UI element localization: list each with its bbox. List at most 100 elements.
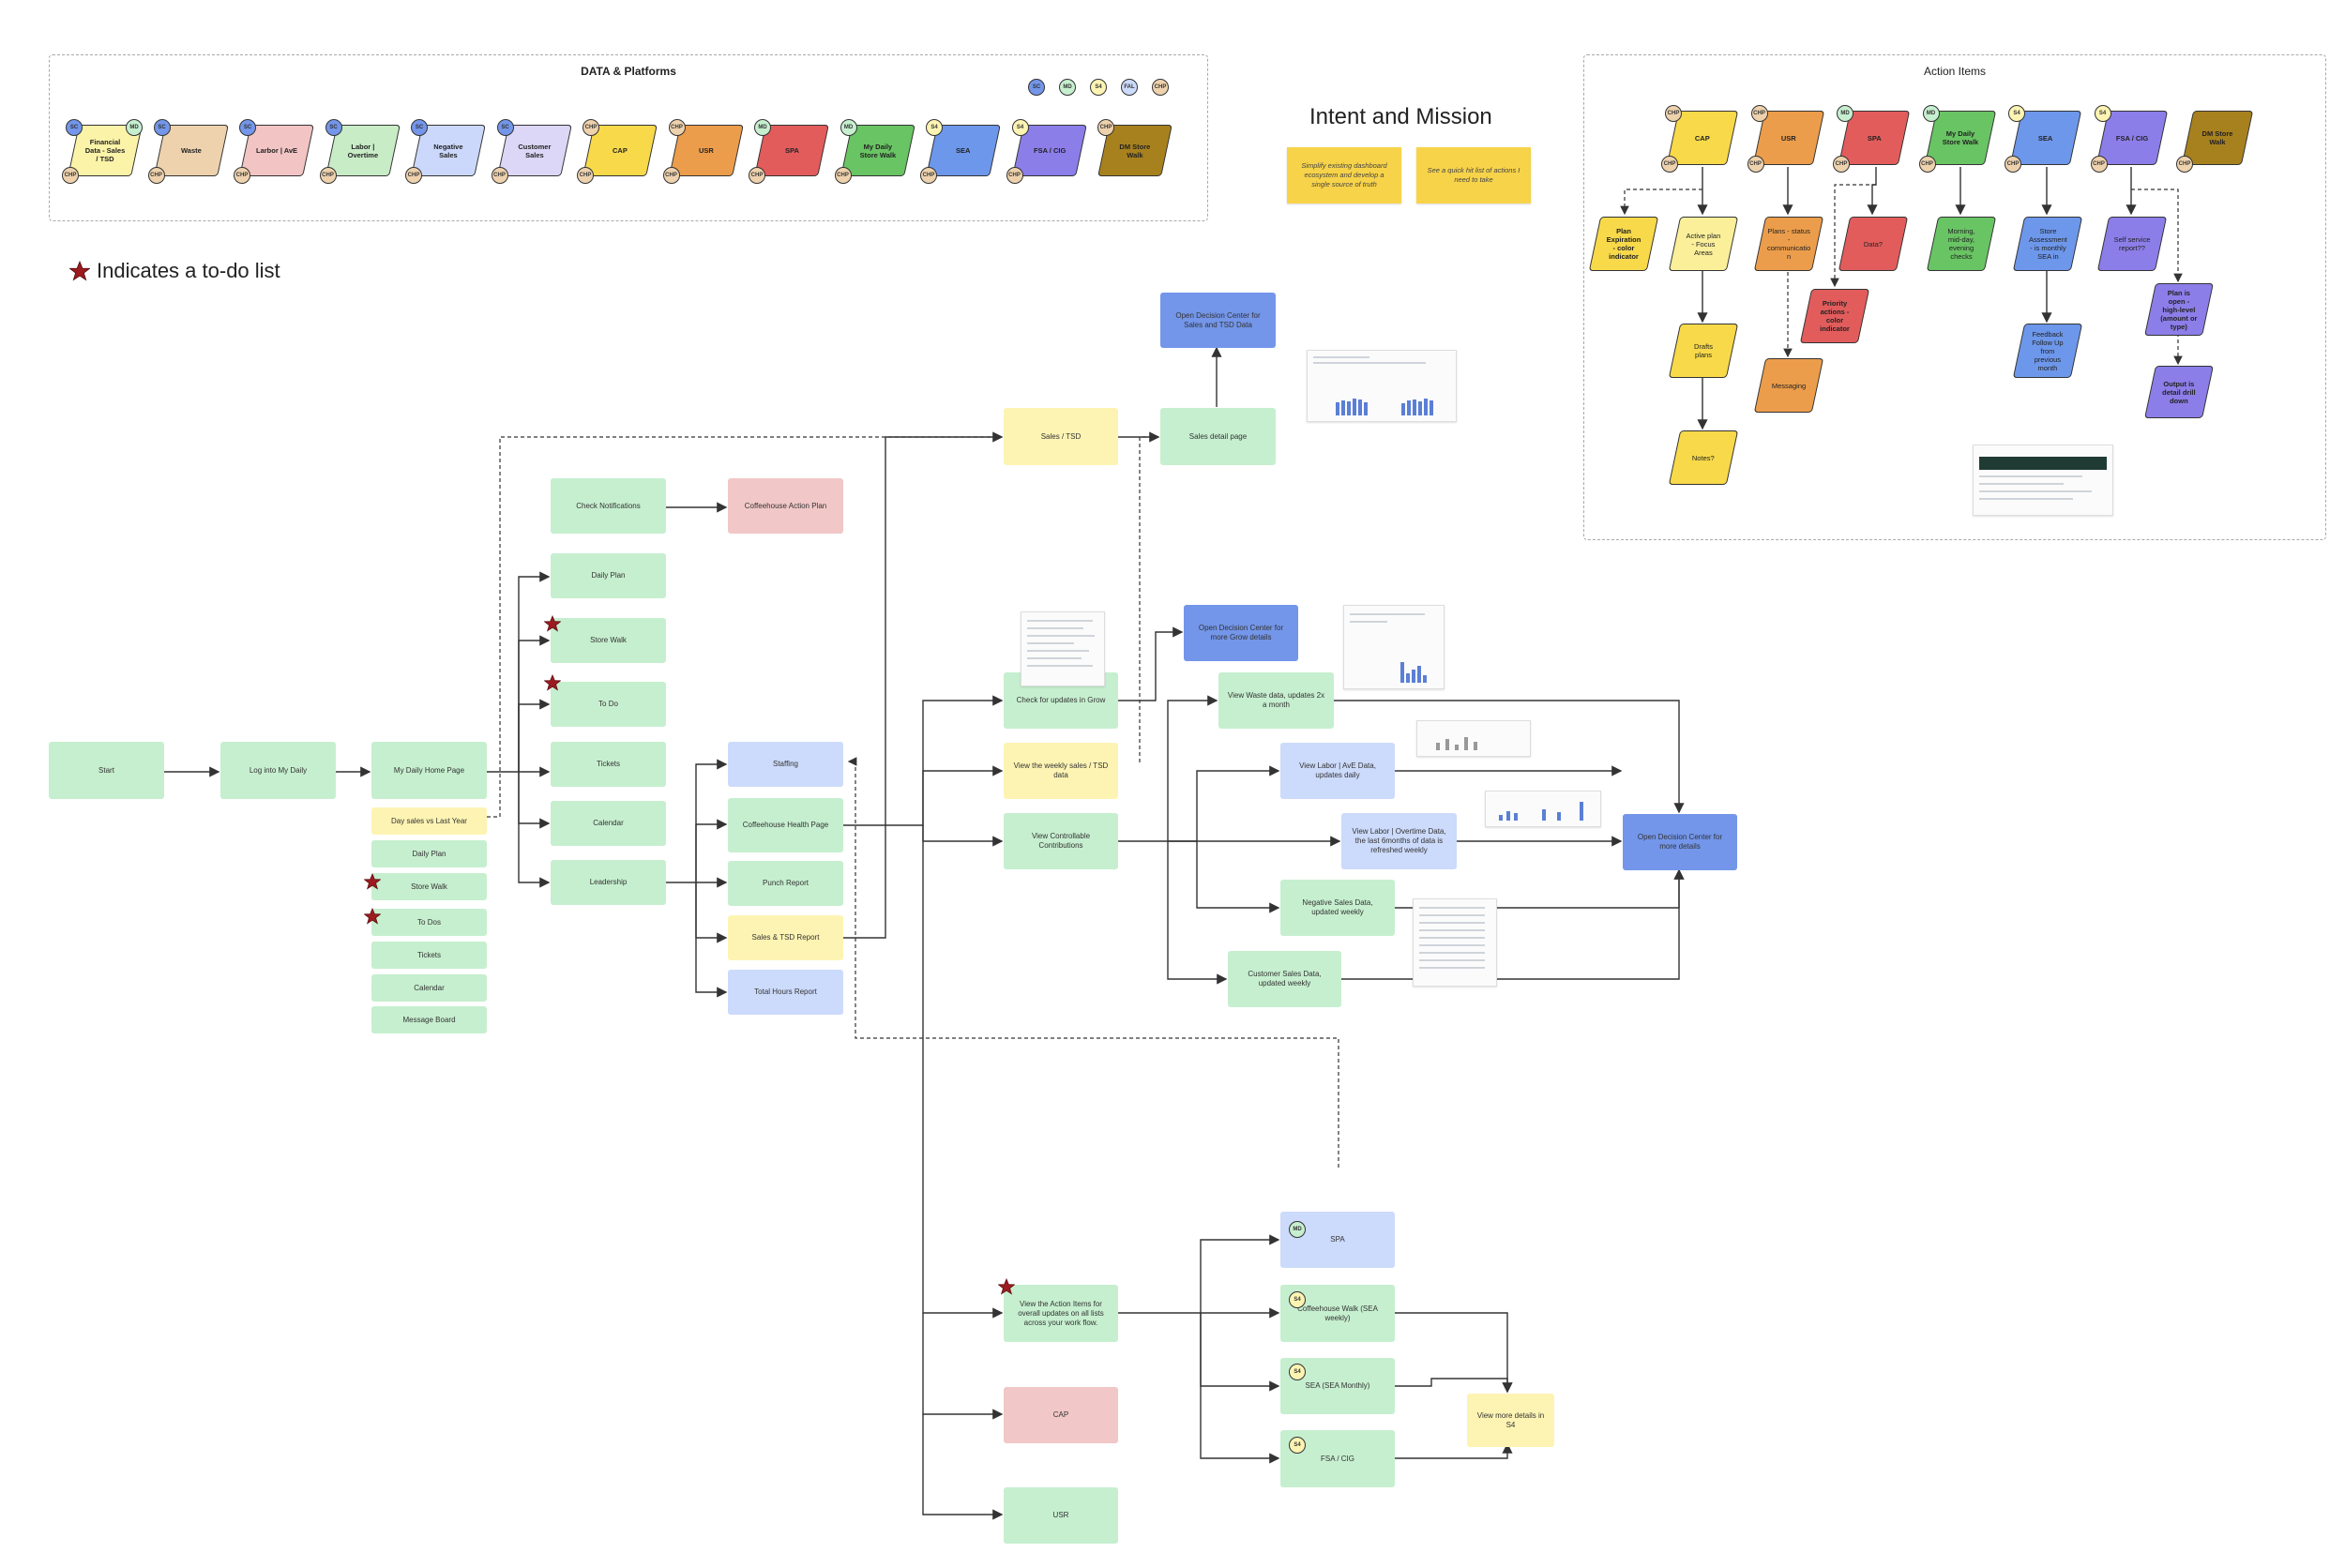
view-weekly-sales-node[interactable]: View the weekly sales / TSD data [1004,743,1118,799]
log-into-node[interactable]: Log into My Daily [220,742,336,799]
chp-badge: CHP [2090,156,2108,173]
view-waste-node[interactable]: View Waste data, updates 2x a month [1218,672,1334,729]
sales-detail-node[interactable]: Sales detail page [1160,408,1276,465]
drafts-plans-item[interactable]: Drafts plans [1668,324,1739,378]
negative-sales-node[interactable]: Negative Sales Data, updated weekly [1280,880,1395,936]
morning-checks-item[interactable]: Morning, mid-day, evening checks [1926,217,1997,271]
sc-badge: SC [153,119,171,136]
md-badge: MD [840,119,857,136]
platform-card-label: My Daily Store Walk [859,142,896,159]
tickets-node[interactable]: Tickets [551,742,666,787]
action-item-label: CAP [1695,133,1710,143]
platform-card-label: Labor | Overtime [347,142,378,159]
priority-actions-item-label: Priority actions - color indicator [1820,299,1850,333]
messaging-item[interactable]: Messaging [1753,358,1824,413]
feedback-follow-up-item-label: Feedback Follow Up from previous month [2032,329,2064,372]
day-sales-node[interactable]: Day sales vs Last Year [371,807,487,835]
data-question-item[interactable]: Data? [1838,217,1909,271]
cap-node[interactable]: CAP [1004,1387,1118,1443]
plan-expiration-item-label: Plan Expiration - color indicator [1606,227,1642,261]
morning-checks-item-label: Morning, mid-day, evening checks [1947,227,1975,261]
action-items-title: Action Items [1923,65,1987,78]
open-dc-more-node[interactable]: Open Decision Center for more details [1623,814,1737,870]
coffeehouse-action-plan-node[interactable]: Coffeehouse Action Plan [728,478,843,534]
punch-report-node[interactable]: Punch Report [728,861,843,906]
sales-tsd-node[interactable]: Sales / TSD [1004,408,1118,465]
spa-node[interactable]: SPA [1280,1212,1395,1268]
leadership-node[interactable]: Leadership [551,860,666,905]
coffeehouse-walk-node[interactable]: Coffeehouse Walk (SEA weekly) [1280,1285,1395,1342]
store-assessment-item-label: Store Assessment - is monthly SEA in [2028,227,2067,261]
self-service-report-item[interactable]: Self service report?? [2096,217,2168,271]
s4-badge: S4 [2094,105,2111,122]
active-plan-item[interactable]: Active plan - Focus Areas [1668,217,1739,271]
daily-plan-node[interactable]: Daily Plan [551,553,666,598]
chp-badge: CHP [1665,105,1682,122]
store-assessment-item[interactable]: Store Assessment - is monthly SEA in [2012,217,2083,271]
mission-note-2: See a quick hit list of actions I need t… [1416,147,1531,204]
overtime-chart-thumbnail [1485,791,1601,827]
chp-badge: CHP [582,119,599,136]
daily-plan-sub-node[interactable]: Daily Plan [371,840,487,867]
platform-card-label: Customer Sales [517,142,551,159]
platform-card-label: FSA / CIG [1033,146,1066,155]
action-item-card[interactable]: DM Store Walk [2181,111,2254,165]
platform-card-label: Negative Sales [433,142,463,159]
chp-badge: CHP [662,167,680,184]
chp-badge: CHP [319,167,337,184]
view-labor-overtime-node[interactable]: View Labor | Overtime Data, the last 6mo… [1341,813,1457,869]
store-walk-sub-node[interactable]: Store Walk [371,873,487,900]
sales-tsd-report-node[interactable]: Sales & TSD Report [728,915,843,960]
output-detail-item[interactable]: Output is detail drill down [2144,366,2214,418]
s4-badge: S4 [1289,1364,1306,1380]
view-labor-ave-node[interactable]: View Labor | AvE Data, updates daily [1280,743,1395,799]
customer-sales-node[interactable]: Customer Sales Data, updated weekly [1228,951,1341,1007]
message-board-node[interactable]: Message Board [371,1006,487,1033]
tickets-sub-node[interactable]: Tickets [371,942,487,969]
calendar-node[interactable]: Calendar [551,801,666,846]
s4-badge: S4 [926,119,943,136]
to-dos-sub-node[interactable]: To Dos [371,909,487,936]
star-icon [544,615,561,632]
data-platforms-title: DATA & Platforms [581,65,676,78]
action-item-label: My Daily Store Walk [1942,129,1978,146]
calendar-sub-node[interactable]: Calendar [371,974,487,1002]
chp-badge: CHP [147,167,165,184]
start-node[interactable]: Start [49,742,164,799]
chp-badge: CHP [62,167,79,184]
coffeehouse-health-node[interactable]: Coffeehouse Health Page [728,798,843,852]
check-notifications-node[interactable]: Check Notifications [551,478,666,534]
to-do-node[interactable]: To Do [551,682,666,727]
plan-open-item[interactable]: Plan is open - high-level (amount or typ… [2144,283,2214,336]
priority-actions-item[interactable]: Priority actions - color indicator [1799,289,1870,343]
grow-report-thumbnail [1021,611,1105,686]
store-walk-node[interactable]: Store Walk [551,618,666,663]
notes-item[interactable]: Notes? [1668,430,1739,485]
platform-card-label: USR [698,146,714,155]
chp-badge: CHP [1747,156,1764,173]
plans-status-item[interactable]: Plans - status - communicatio n [1753,217,1824,271]
action-items-thumbnail [1973,445,2113,516]
home-page-node[interactable]: My Daily Home Page [371,742,487,799]
sales-dashboard-thumbnail [1307,350,1457,422]
chp-badge: CHP [1097,119,1114,136]
open-dc-sales-node[interactable]: Open Decision Center for Sales and TSD D… [1160,293,1276,348]
view-more-s4-node[interactable]: View more details in S4 [1467,1394,1554,1447]
platform-badge-s4-icon: S4 [1090,79,1107,96]
chp-badge: CHP [491,167,508,184]
view-controllable-node[interactable]: View Controllable Contributions [1004,813,1118,869]
view-action-items-node[interactable]: View the Action Items for overall update… [1004,1285,1118,1342]
action-item-label: FSA / CIG [2115,133,2148,143]
chp-badge: CHP [405,167,422,184]
feedback-follow-up-item[interactable]: Feedback Follow Up from previous month [2012,324,2083,378]
staffing-node[interactable]: Staffing [728,742,843,787]
action-item-label: SEA [2038,133,2053,143]
decision-center-thumbnail [1343,605,1445,689]
open-dc-grow-node[interactable]: Open Decision Center for more Grow detai… [1184,605,1298,661]
usr-node[interactable]: USR [1004,1487,1118,1544]
plan-expiration-item[interactable]: Plan Expiration - color indicator [1588,217,1659,271]
chp-badge: CHP [1833,156,1850,173]
chp-badge: CHP [2176,156,2193,173]
output-detail-item-label: Output is detail drill down [2162,379,2196,405]
total-hours-report-node[interactable]: Total Hours Report [728,970,843,1015]
